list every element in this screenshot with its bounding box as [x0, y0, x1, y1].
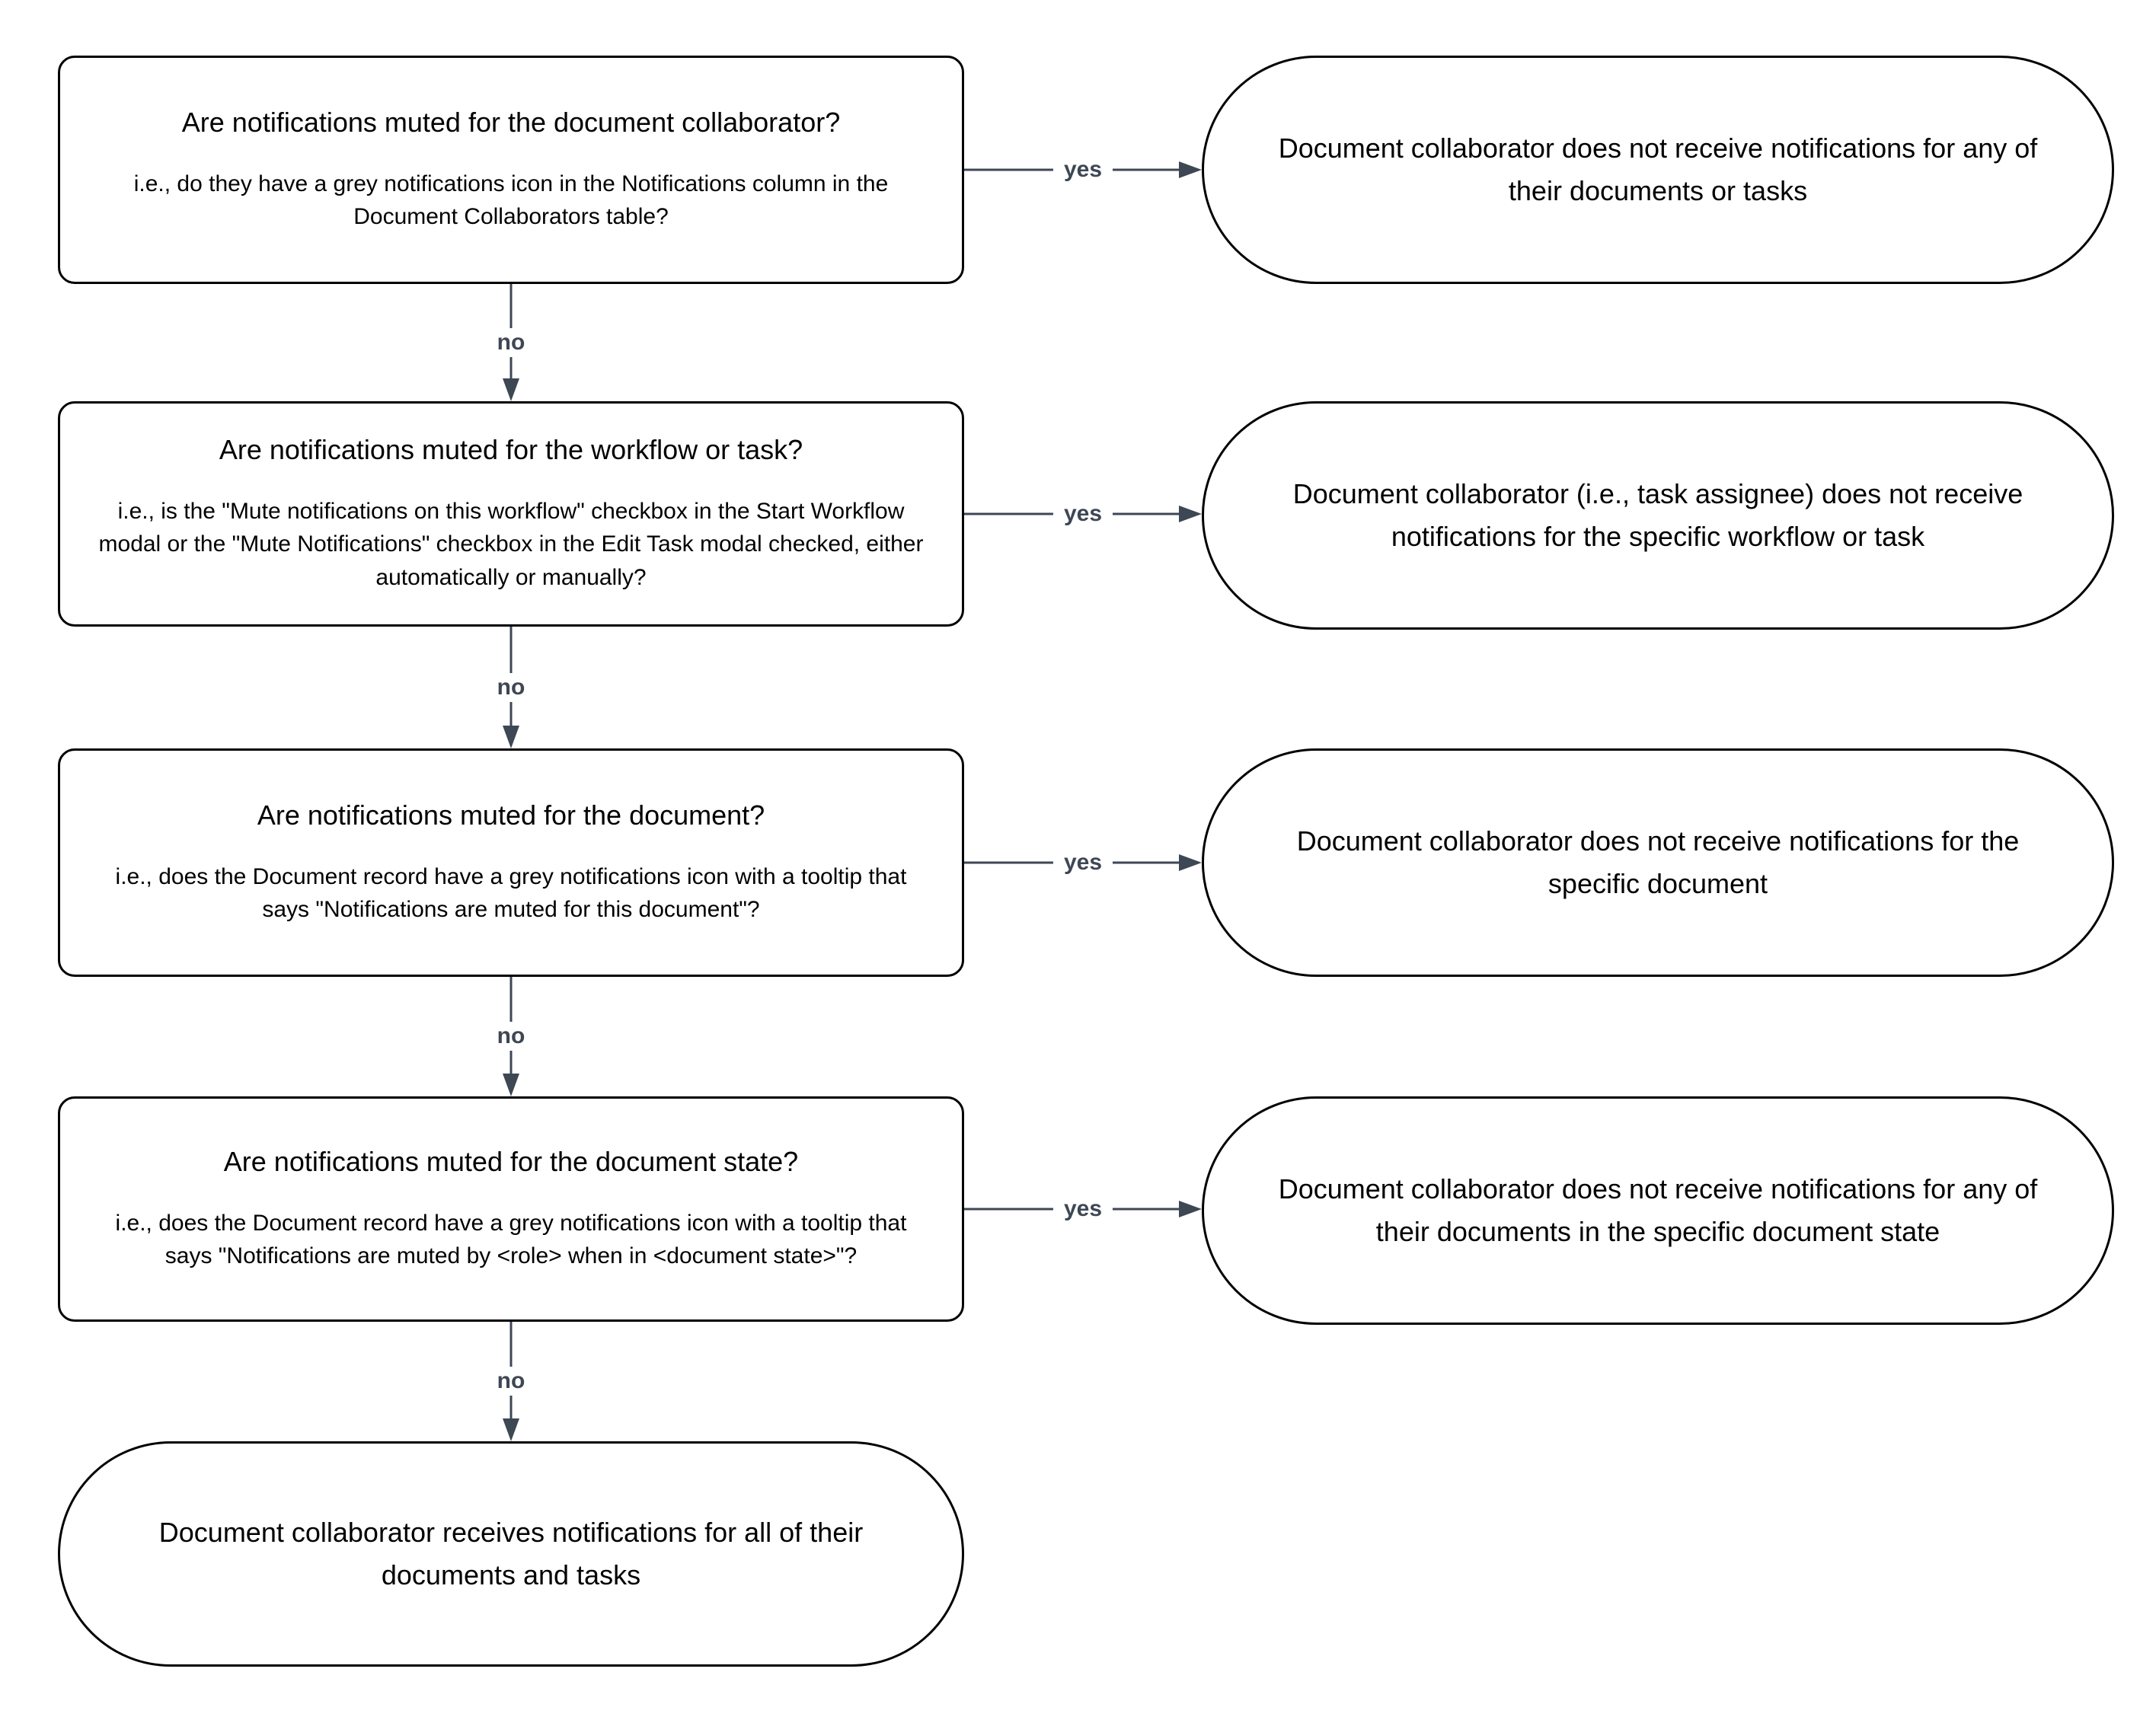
outcome-node-no-notifications-document: Document collaborator does not receive n… — [1202, 748, 2114, 977]
decision-subtitle: i.e., is the "Mute notifications on this… — [98, 498, 924, 590]
edge-label-no: no — [486, 673, 536, 702]
decision-subtitle: i.e., does the Document record have a gr… — [115, 863, 907, 923]
edge-label-no: no — [486, 1022, 536, 1051]
outcome-text: Document collaborator does not receive n… — [1296, 825, 2020, 899]
edge-label-yes: yes — [1052, 848, 1113, 877]
outcome-node-no-notifications-document-state: Document collaborator does not receive n… — [1202, 1096, 2114, 1325]
edge-label-no: no — [486, 328, 536, 357]
decision-node-collaborator-muted: Are notifications muted for the document… — [58, 56, 964, 284]
edge-label-yes: yes — [1052, 155, 1113, 184]
outcome-text: Document collaborator (i.e., task assign… — [1292, 478, 2023, 552]
outcome-text: Document collaborator receives notificat… — [158, 1517, 864, 1591]
outcome-text: Document collaborator does not receive n… — [1278, 132, 2038, 206]
decision-title: Are notifications muted for the document… — [223, 1145, 799, 1177]
outcome-text: Document collaborator does not receive n… — [1278, 1173, 2038, 1247]
decision-node-document-state-muted: Are notifications muted for the document… — [58, 1096, 964, 1322]
decision-title: Are notifications muted for the document… — [257, 799, 765, 831]
edge-label-no: no — [486, 1367, 536, 1396]
edge-label-yes: yes — [1052, 1195, 1113, 1224]
decision-node-workflow-task-muted: Are notifications muted for the workflow… — [58, 401, 964, 627]
decision-title: Are notifications muted for the workflow… — [219, 433, 803, 465]
outcome-node-no-notifications-any: Document collaborator does not receive n… — [1202, 56, 2114, 284]
edge-label-yes: yes — [1052, 499, 1113, 528]
outcome-node-receives-all-notifications: Document collaborator receives notificat… — [58, 1441, 964, 1667]
decision-subtitle: i.e., does the Document record have a gr… — [115, 1210, 907, 1269]
outcome-node-no-notifications-workflow-task: Document collaborator (i.e., task assign… — [1202, 401, 2114, 630]
decision-node-document-muted: Are notifications muted for the document… — [58, 748, 964, 977]
decision-subtitle: i.e., do they have a grey notifications … — [133, 171, 889, 230]
decision-title: Are notifications muted for the document… — [181, 106, 841, 138]
